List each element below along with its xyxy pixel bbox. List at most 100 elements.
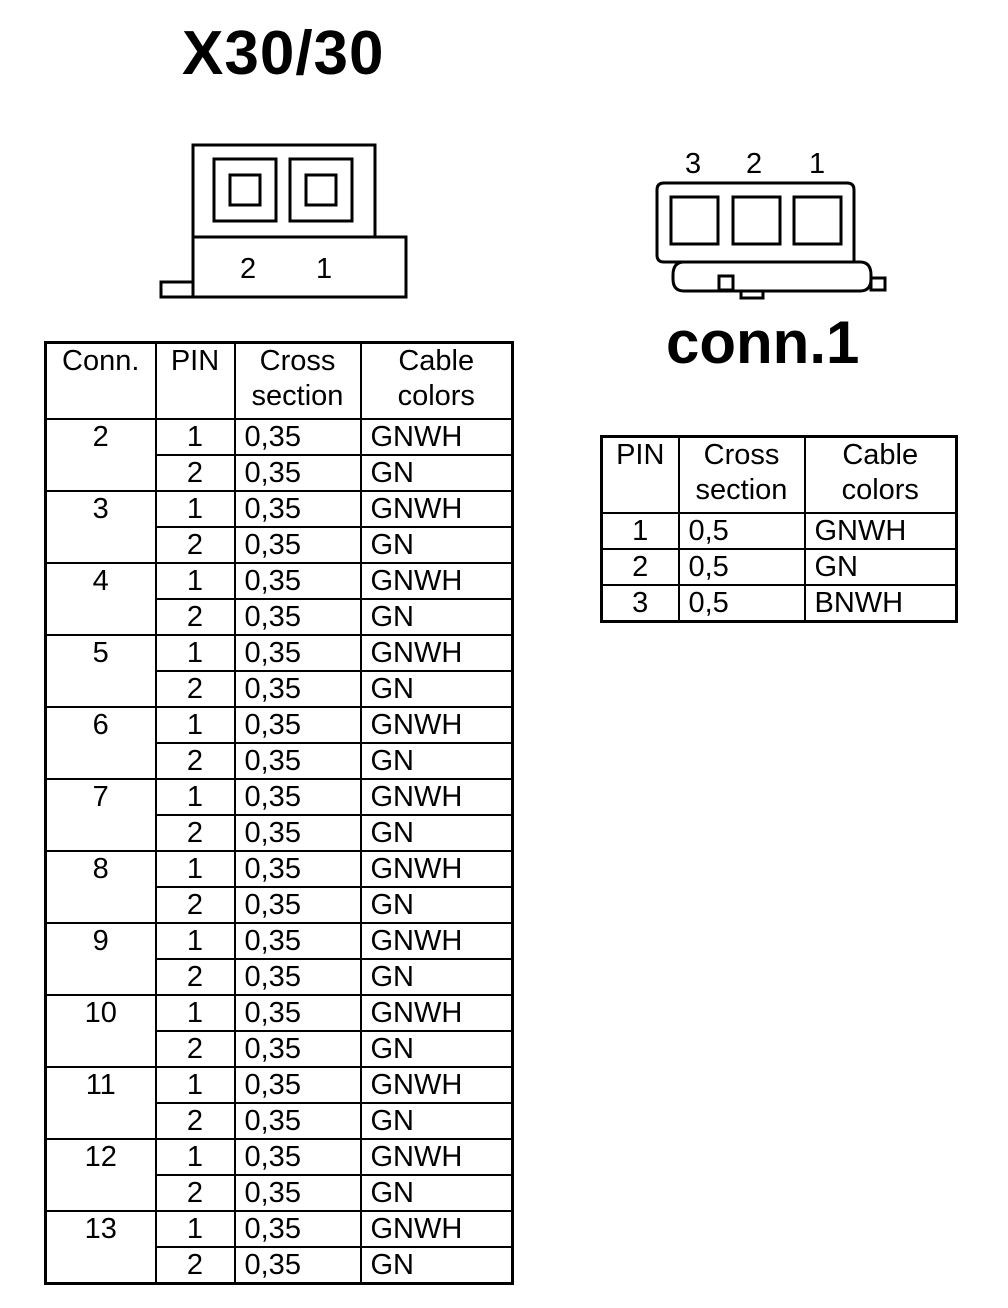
pin-cell: 2 (154, 814, 236, 852)
x30-pin-label: 2 (240, 253, 256, 285)
conn-number-cell: 8 (44, 850, 157, 924)
cable-color-cell: GNWH (359, 1210, 514, 1248)
header-cross-section: Cross section (233, 341, 362, 420)
pin-cell: 2 (154, 1246, 236, 1285)
cross-section-cell: 0,35 (233, 598, 362, 636)
header-pin: PIN (154, 341, 236, 420)
pin-cell: 1 (154, 778, 236, 816)
cross-section-cell: 0,35 (233, 1246, 362, 1285)
pin-cell: 3 (600, 584, 680, 623)
cable-color-cell: GN (359, 814, 514, 852)
cross-section-cell: 0,35 (233, 706, 362, 744)
cross-section-cell: 0,35 (233, 454, 362, 492)
cross-section-cell: 0,35 (233, 1210, 362, 1248)
cable-color-cell: GNWH (359, 1138, 514, 1176)
cross-section-cell: 0,35 (233, 634, 362, 672)
cable-color-cell: GN (359, 886, 514, 924)
cable-color-cell: BNWH (803, 584, 958, 623)
cable-color-cell: GNWH (803, 512, 958, 550)
conn1-connector-drawing (655, 181, 887, 300)
pin-cell: 2 (154, 958, 236, 996)
pin-cell: 1 (154, 850, 236, 888)
pin-cell: 1 (154, 562, 236, 600)
conn1-housing (655, 181, 856, 264)
cross-section-cell: 0,35 (233, 418, 362, 456)
cross-section-cell: 0,35 (233, 958, 362, 996)
cross-section-cell: 0,35 (233, 1066, 362, 1104)
cable-color-cell: GNWH (359, 922, 514, 960)
conn-number-cell: 13 (44, 1210, 157, 1285)
header-cross-section: Cross section (677, 435, 806, 514)
cross-section-cell: 0,5 (677, 512, 806, 550)
cable-color-cell: GN (803, 548, 958, 586)
conn-number-cell: 3 (44, 490, 157, 564)
cross-section-cell: 0,35 (233, 742, 362, 780)
cross-section-cell: 0,35 (233, 670, 362, 708)
conn1-latch-bar (671, 260, 873, 293)
cross-section-cell: 0,35 (233, 850, 362, 888)
x30-pin-cavity-1 (288, 157, 354, 223)
conn1-pin-cavity-3 (669, 195, 720, 246)
conn-number-cell: 12 (44, 1138, 157, 1212)
cross-section-cell: 0,35 (233, 1174, 362, 1212)
conn-number-cell: 6 (44, 706, 157, 780)
pin-cell: 1 (154, 706, 236, 744)
header-pin: PIN (600, 435, 680, 514)
cross-section-cell: 0,35 (233, 562, 362, 600)
cross-section-cell: 0,35 (233, 778, 362, 816)
pin-cell: 1 (154, 994, 236, 1032)
pin-cell: 2 (154, 670, 236, 708)
pin-cell: 2 (154, 598, 236, 636)
header-conn: Conn. (44, 341, 157, 420)
cable-color-cell: GNWH (359, 778, 514, 816)
conn-number-cell: 11 (44, 1066, 157, 1140)
cable-color-cell: GNWH (359, 850, 514, 888)
pin-cell: 2 (154, 526, 236, 564)
cable-color-cell: GN (359, 1246, 514, 1285)
cable-color-cell: GN (359, 526, 514, 564)
x30-pin-cavity-2 (212, 157, 278, 223)
pin-cell: 1 (600, 512, 680, 550)
cross-section-cell: 0,35 (233, 814, 362, 852)
conn-number-cell: 2 (44, 418, 157, 492)
pin-cell: 2 (154, 454, 236, 492)
cross-section-cell: 0,35 (233, 922, 362, 960)
pin-cell: 1 (154, 490, 236, 528)
conn1-pin-label: 1 (809, 148, 825, 180)
cable-color-cell: GN (359, 598, 514, 636)
cable-color-cell: GN (359, 670, 514, 708)
cable-color-cell: GNWH (359, 490, 514, 528)
conn1-pin-cavity-1 (792, 195, 843, 246)
conn-number-cell: 10 (44, 994, 157, 1068)
pin-cell: 2 (154, 1030, 236, 1068)
conn-number-cell: 5 (44, 634, 157, 708)
cross-section-cell: 0,5 (677, 548, 806, 586)
cross-section-cell: 0,35 (233, 526, 362, 564)
conn1-pin-cavity-2 (731, 195, 782, 246)
x30-latch (159, 280, 195, 299)
header-cable-colors: Cable colors (359, 341, 514, 420)
